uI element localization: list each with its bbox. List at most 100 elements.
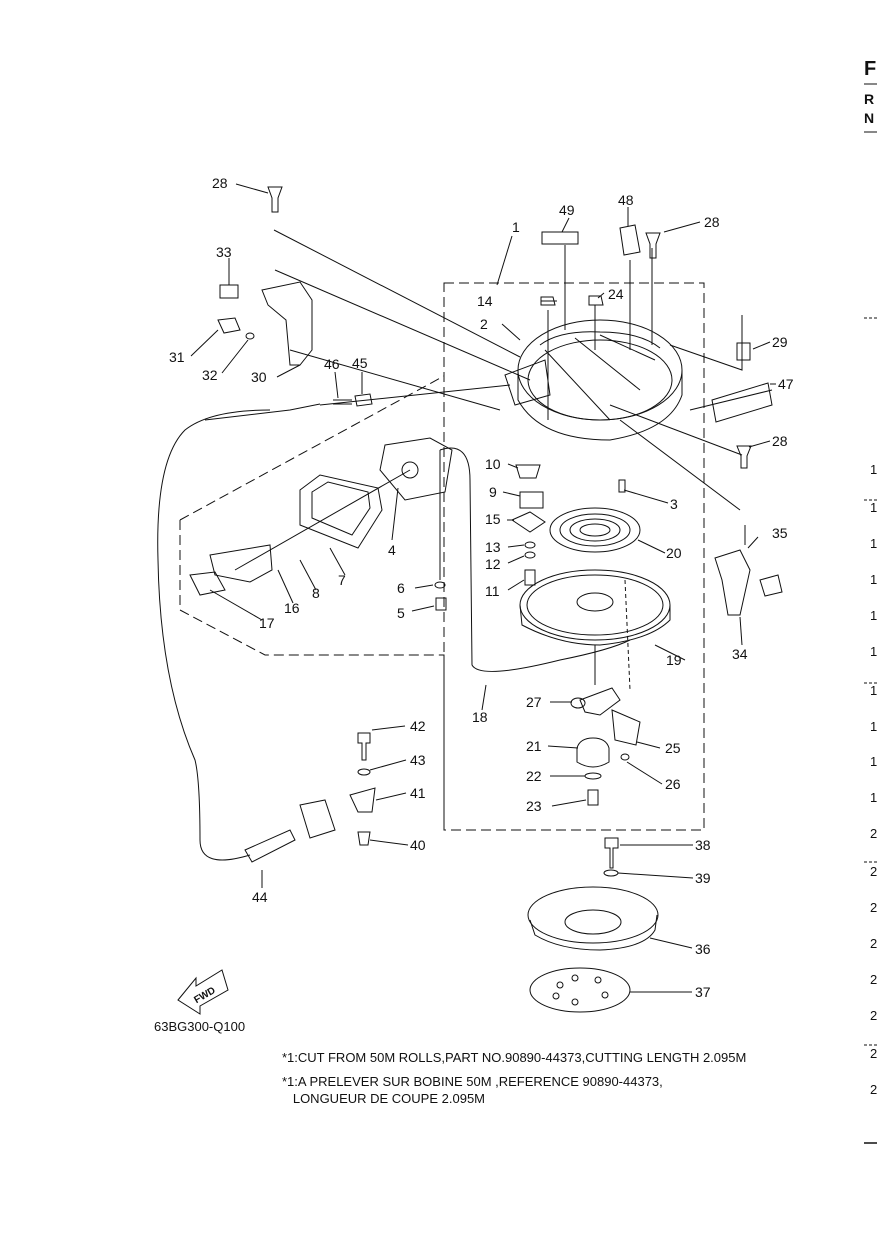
callout-7: 7	[338, 572, 346, 588]
callout-34: 34	[732, 646, 748, 662]
starter-housing	[504, 319, 683, 441]
callout-37: 37	[695, 984, 711, 1000]
edge-number: 1	[870, 683, 877, 698]
callout-48: 48	[618, 192, 634, 208]
label-49	[541, 231, 579, 245]
nut-24	[588, 295, 604, 306]
callout-21: 21	[526, 738, 542, 754]
bracket-34	[714, 549, 751, 616]
recoil-spring	[549, 507, 641, 553]
edge-number: 1	[870, 719, 877, 734]
callout-15: 15	[485, 511, 501, 527]
callout-2: 2	[480, 316, 488, 332]
rope-handle	[209, 544, 273, 583]
callout-43: 43	[410, 752, 426, 768]
callout-17: 17	[259, 615, 275, 631]
callout-41: 41	[410, 785, 426, 801]
diagram-code: 63BG300-Q100	[154, 1019, 246, 1034]
rope-pulley	[519, 569, 671, 646]
callout-9: 9	[489, 484, 497, 500]
edge-number: 1	[870, 790, 877, 805]
callout-26: 26	[665, 776, 681, 792]
label-48	[619, 224, 641, 256]
drive-pawl	[579, 687, 621, 716]
nut-14	[540, 296, 556, 306]
callout-11: 11	[485, 583, 500, 599]
edge-number: 1	[870, 462, 877, 477]
bushing-10	[515, 464, 541, 479]
edge-number: 1	[870, 536, 877, 551]
edge-number: 2	[870, 1046, 877, 1061]
callout-32: 32	[202, 367, 218, 383]
bolt-33	[219, 284, 239, 299]
callout-28-upper-right: 28	[704, 214, 720, 230]
callout-28-top: 28	[212, 175, 228, 191]
callout-1: 1	[512, 219, 520, 235]
callout-38: 38	[695, 837, 711, 853]
callout-12: 12	[485, 556, 501, 572]
plunger-45	[354, 393, 373, 407]
bolt-42	[357, 732, 371, 761]
bolt-11	[524, 569, 536, 586]
assembly-boundary-handle	[179, 375, 445, 830]
spring-46	[333, 399, 352, 405]
callout-10: 10	[485, 456, 501, 472]
starter-cable	[157, 409, 271, 861]
callout-39: 39	[695, 870, 711, 886]
starter-plate	[527, 886, 659, 951]
label-47	[711, 382, 773, 423]
callout-30: 30	[251, 369, 267, 385]
callout-24: 24	[608, 286, 624, 302]
callout-49: 49	[559, 202, 575, 218]
edge-number: 1	[870, 500, 877, 515]
edge-letter-f: F	[864, 58, 877, 80]
edge-number: 1	[870, 644, 877, 659]
callout-25: 25	[665, 740, 681, 756]
bolt-23	[587, 789, 599, 806]
note-french-1: *1:A PRELEVER SUR BOBINE 50M ,REFERENCE …	[282, 1074, 663, 1089]
cable-end-44	[244, 829, 296, 863]
bolt-28c	[736, 445, 752, 469]
bolt-28b	[645, 232, 661, 259]
callout-8: 8	[312, 585, 320, 601]
spacer-9	[519, 491, 544, 509]
callout-14: 14	[477, 293, 493, 309]
rope-clip	[189, 571, 226, 596]
callout-4: 4	[388, 542, 396, 558]
callout-29: 29	[772, 334, 788, 350]
callout-35: 35	[772, 525, 788, 541]
starter-rope	[439, 447, 631, 672]
callout-46: 46	[324, 356, 340, 372]
bolt-28a	[267, 186, 283, 213]
plate-15	[510, 511, 546, 533]
edge-number: 2	[870, 936, 877, 951]
bolt-38	[604, 837, 619, 869]
edge-number: 2	[870, 972, 877, 987]
edge-number: 2	[870, 1008, 877, 1023]
callout-19: 19	[666, 652, 682, 668]
bolt-5	[435, 597, 447, 611]
pin-3	[618, 479, 626, 493]
callout-33: 33	[216, 244, 232, 260]
callout-36: 36	[695, 941, 711, 957]
assembly-boundary-main	[443, 282, 705, 831]
bolt-31	[217, 317, 241, 334]
handle-grip	[379, 437, 453, 501]
note-english: *1:CUT FROM 50M ROLLS,PART NO.90890-4437…	[282, 1050, 747, 1065]
edge-number: 1	[870, 572, 877, 587]
rubber-damper	[529, 967, 631, 1013]
edge-letter-r: R	[864, 91, 875, 107]
callout-16: 16	[284, 600, 300, 616]
edge-letter-n: N	[864, 110, 875, 126]
callout-45: 45	[352, 355, 368, 371]
callout-27: 27	[526, 694, 542, 710]
edge-number: 1	[870, 754, 877, 769]
callout-6: 6	[397, 580, 405, 596]
callout-23: 23	[526, 798, 542, 814]
callout-13: 13	[485, 539, 501, 555]
clamp-41	[349, 787, 376, 813]
bracket-30	[261, 281, 313, 366]
callout-47: 47	[778, 376, 794, 392]
note-french-2: LONGUEUR DE COUPE 2.095M	[282, 1091, 485, 1106]
